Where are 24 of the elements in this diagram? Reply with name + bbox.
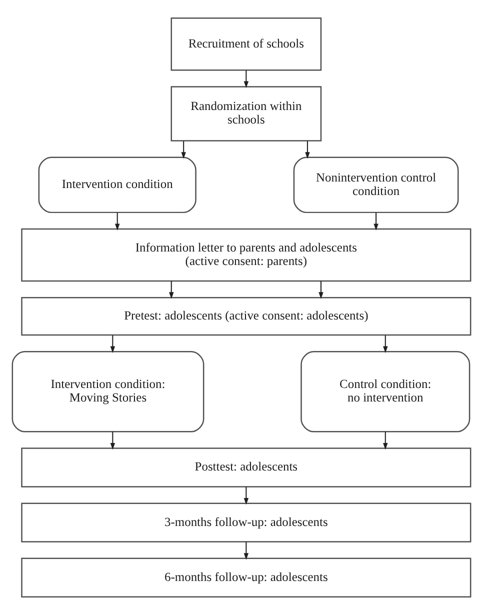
arrow: [244, 542, 249, 560]
arrow: [181, 141, 186, 159]
arrow: [318, 281, 324, 299]
arrow: [244, 486, 249, 505]
node-box: 6-months follow-up: adolescents: [21, 558, 472, 598]
node-box: Posttest: adolescents: [21, 448, 472, 488]
arrow: [383, 432, 388, 450]
node-box: 3-months follow-up: adolescents: [21, 502, 472, 542]
node-box: Control condition: no intervention: [300, 351, 470, 432]
arrow: [114, 212, 120, 230]
arrow: [110, 432, 116, 450]
node-box: Nonintervention control condition: [293, 156, 459, 214]
arrow: [110, 335, 116, 354]
arrow: [244, 70, 249, 88]
arrow: [383, 335, 388, 354]
arrow: [305, 141, 310, 159]
node-box: Intervention condition: [38, 156, 196, 214]
node-box: Information letter to parents and adolescents (active consent: parents): [21, 228, 472, 282]
arrow: [169, 281, 174, 299]
arrow: [374, 212, 378, 230]
node-box: Intervention condition: Moving Stories: [12, 351, 204, 432]
node-box: Pretest: adolescents (active consent: adolescents): [21, 297, 472, 336]
node-box: Randomization within schools: [170, 86, 322, 142]
node-box: Recruitment of schools: [170, 18, 322, 71]
